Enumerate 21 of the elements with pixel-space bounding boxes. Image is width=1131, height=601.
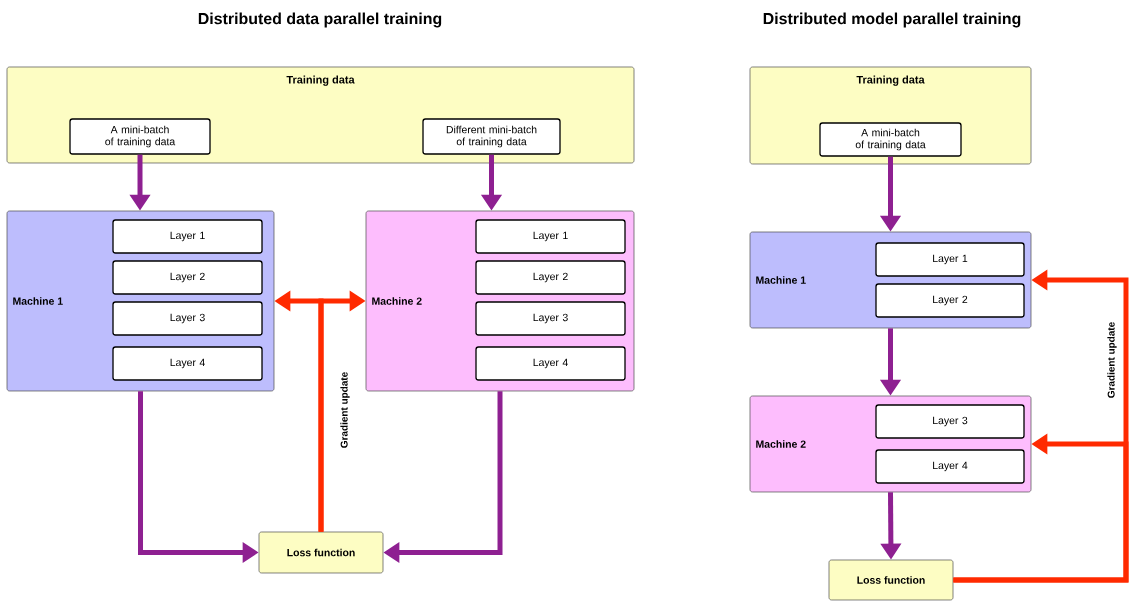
layer-box: Layer 1 xyxy=(475,219,626,254)
loss-function-box: Loss function xyxy=(258,531,384,574)
mini-batch-box: A mini-batch of training data xyxy=(819,122,962,157)
layer-box: Layer 1 xyxy=(875,242,1025,277)
mini-batch-box: A mini-batch of training data xyxy=(69,118,211,155)
layer-box: Layer 4 xyxy=(875,449,1025,484)
section-heading: Distributed model parallel training xyxy=(763,12,1021,28)
layer-box: Layer 3 xyxy=(475,301,626,336)
layer-box: Layer 2 xyxy=(475,260,626,295)
layer-box: Layer 2 xyxy=(112,260,263,295)
layer-box: Layer 4 xyxy=(112,346,263,381)
layer-box: Layer 3 xyxy=(875,404,1025,439)
layer-box: Layer 4 xyxy=(475,346,626,381)
edge-label: Gradient update xyxy=(339,370,351,450)
layer-box: Layer 2 xyxy=(875,283,1025,318)
layer-box: Layer 3 xyxy=(112,301,263,336)
edge-label: Gradient update xyxy=(1106,320,1118,400)
layer-box: Layer 1 xyxy=(112,219,263,254)
loss-function-box: Loss function xyxy=(828,559,954,601)
section-heading: Distributed data parallel training xyxy=(198,12,442,28)
mini-batch-box: Different mini-batch of training data xyxy=(422,118,561,155)
